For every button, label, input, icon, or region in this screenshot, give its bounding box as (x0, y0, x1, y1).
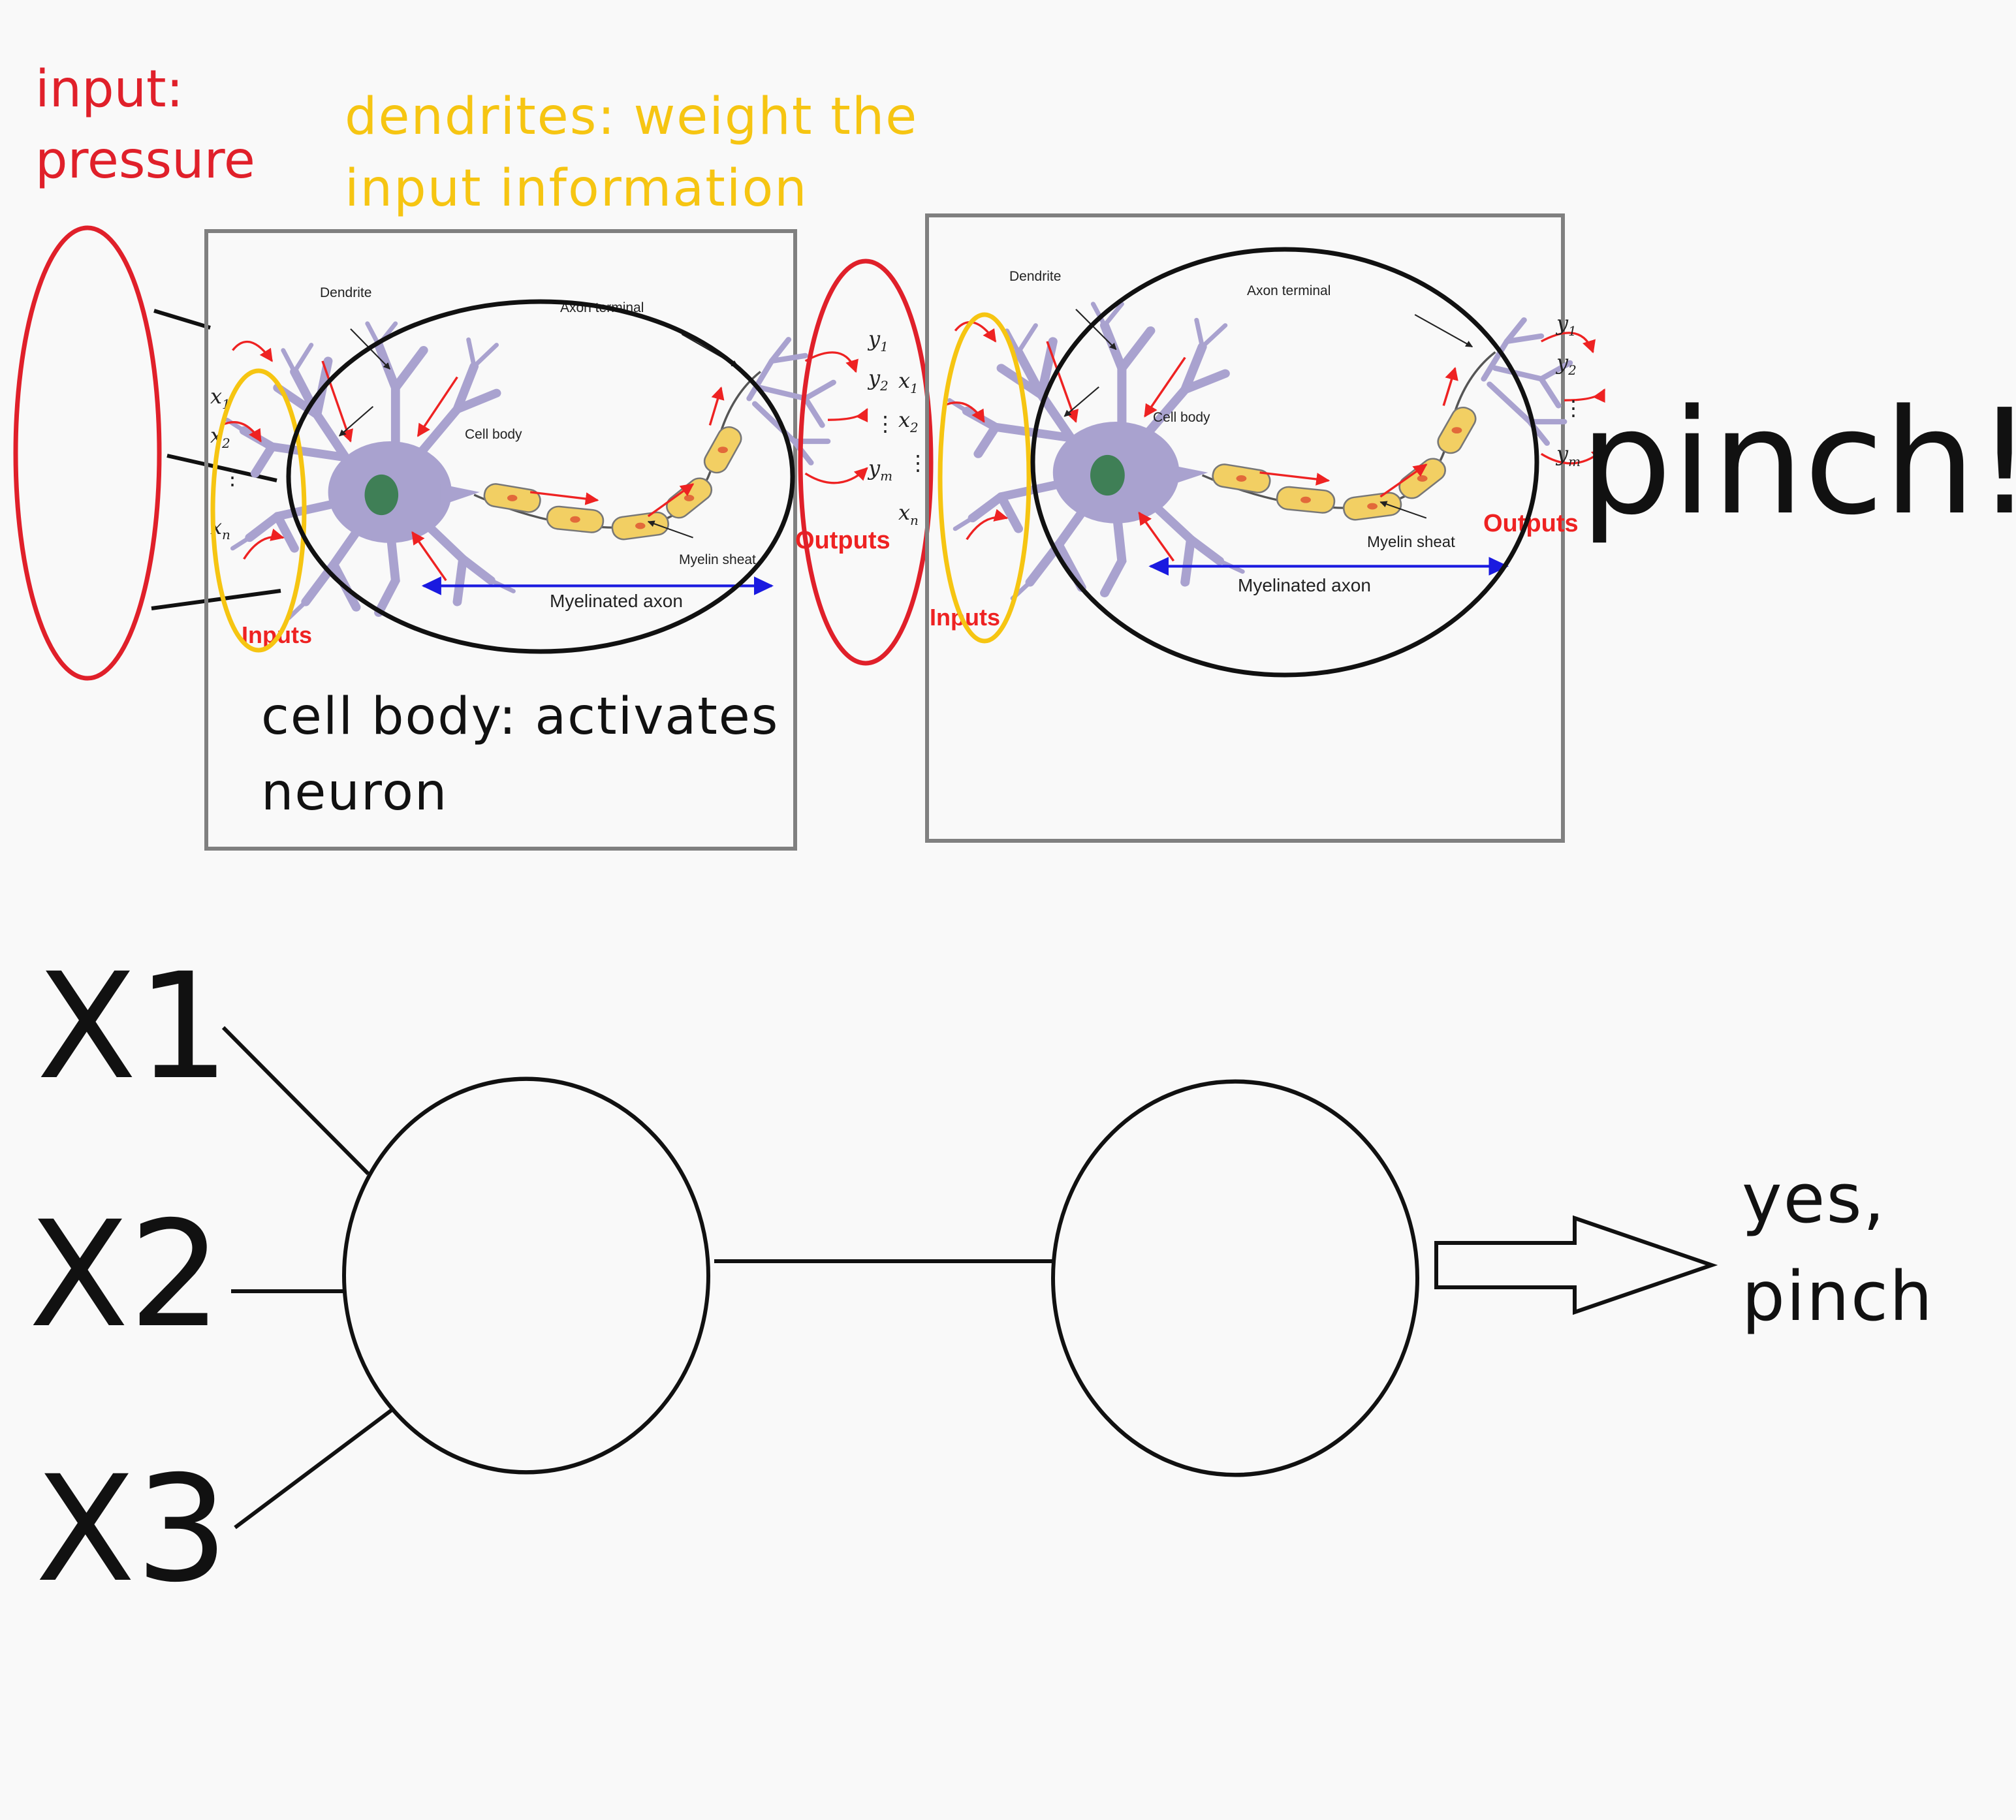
output-variables-2: y1 y2 ⋮ ym (1555, 311, 1584, 469)
svg-text:y1: y1 (867, 326, 889, 354)
input-x3: X3 (35, 1444, 228, 1614)
neuron-illustration-1 (221, 324, 867, 618)
neuron-frame-2 (925, 213, 1565, 843)
cell-body-label-line-1: cell body: activates (261, 687, 779, 746)
arrow-right-icon (1434, 1215, 1718, 1315)
svg-text:y2: y2 (867, 366, 889, 394)
cell-body-label-1: Cell body (465, 427, 522, 442)
svg-text:y1: y1 (1555, 311, 1577, 339)
input-edges (221, 1026, 393, 1530)
svg-text:x2: x2 (898, 407, 919, 435)
dendrites-label-line-1: dendrites: weight the (345, 87, 918, 146)
neuron-illustration-2 (944, 304, 1605, 599)
input-label-line-1: input: (35, 60, 183, 119)
input-x1: X1 (37, 941, 230, 1112)
svg-text:x1: x1 (898, 368, 919, 396)
cell-body-highlight-1 (286, 299, 795, 654)
input-variables-2: x1 x2 ⋮ xn (898, 368, 928, 528)
input-connector-lines (151, 309, 281, 610)
svg-text:y2: y2 (1555, 350, 1577, 378)
svg-text:ym: ym (1555, 441, 1581, 469)
svg-text:ym: ym (867, 456, 892, 484)
input-label-line-2: pressure (35, 131, 255, 190)
output-variables-1: y1 y2 ⋮ ym (867, 326, 896, 484)
dendrite-label-2: Dendrite (1009, 269, 1061, 284)
svg-text:⋮: ⋮ (222, 465, 243, 490)
axon-terminal-label-2: Axon terminal (1247, 283, 1331, 298)
svg-text:⋮: ⋮ (1563, 396, 1584, 420)
myelin-sheath-label-2: Myelin sheat (1367, 533, 1455, 551)
input-pressure-ellipse (13, 225, 162, 681)
cell-body-label-line-2: neuron (261, 763, 448, 822)
myelinated-axon-label-1: Myelinated axon (550, 591, 683, 611)
svg-text:xn: xn (898, 500, 919, 528)
hidden-neuron-node (342, 1076, 710, 1475)
myelin-sheath-label-1: Myelin sheat (679, 552, 756, 567)
cell-body-highlight-2 (1030, 247, 1539, 678)
input-x2: X2 (29, 1189, 222, 1360)
myelinated-axon-label-2: Myelinated axon (1238, 575, 1371, 595)
pinch-result-label: pinch! (1580, 379, 2016, 547)
output-neuron-node (1051, 1079, 1419, 1477)
output-highlight-1 (798, 259, 934, 666)
svg-text:⋮: ⋮ (875, 411, 896, 436)
output-label-line-2: pinch (1742, 1257, 1934, 1336)
dendrites-label-line-2: input information (345, 159, 808, 218)
svg-text:⋮: ⋮ (907, 450, 928, 475)
output-label-line-1: yes, (1742, 1159, 1886, 1238)
dendrite-label-1: Dendrite (320, 285, 371, 300)
neuron-frame-1 (204, 229, 797, 851)
outputs-label-1: Outputs (795, 527, 890, 554)
cell-body-label-2: Cell body (1153, 410, 1210, 425)
dendrites-highlight-2 (937, 312, 1032, 644)
dendrites-highlight-1 (210, 368, 307, 653)
